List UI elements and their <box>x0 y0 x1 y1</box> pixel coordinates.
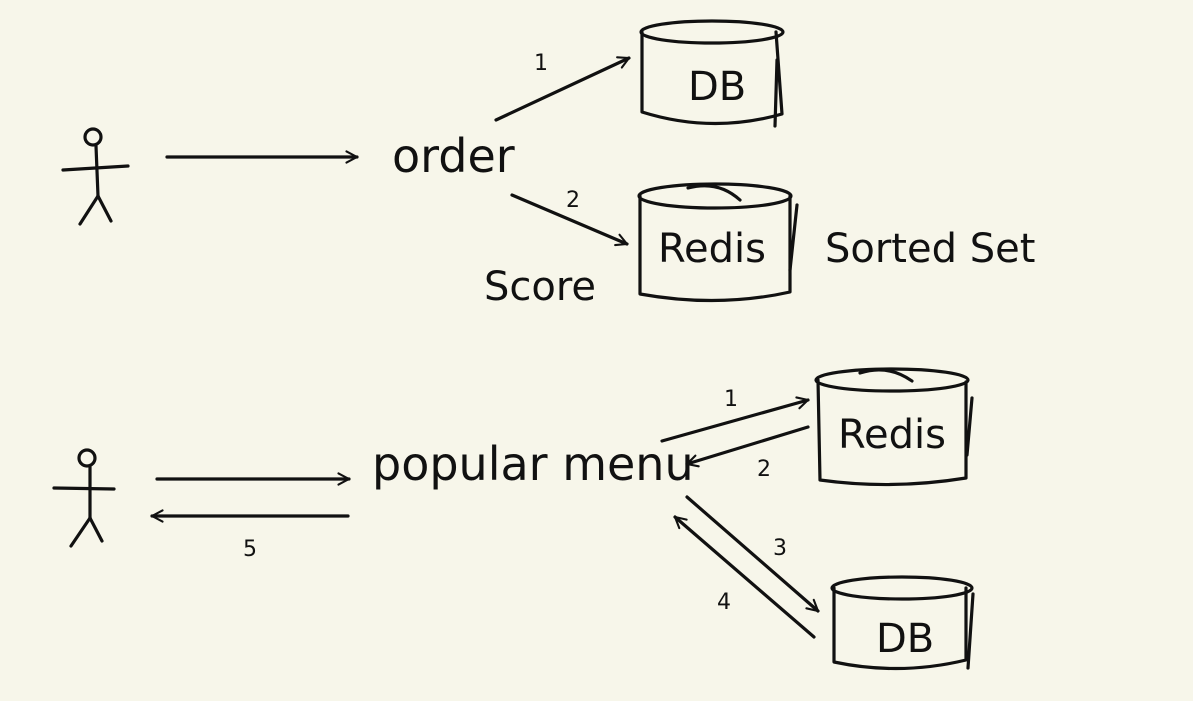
user-top-icon <box>61 127 130 226</box>
score-label: Score <box>484 264 596 310</box>
step-5-label: 5 <box>243 537 257 562</box>
order-to-redis-arrow <box>510 193 629 247</box>
bottom-step-4-label: 4 <box>717 590 731 615</box>
sorted-set-label: Sorted Set <box>825 226 1035 272</box>
order-label: order <box>392 129 515 183</box>
bottom-step-3-label: 3 <box>773 536 787 561</box>
menu-to-db-arrow <box>685 495 820 613</box>
redis-top-label: Redis <box>658 226 766 272</box>
db-top-cylinder-icon <box>639 19 785 128</box>
order-to-db-arrow <box>494 56 631 122</box>
user-bottom-icon <box>52 448 116 548</box>
redis-top-cylinder-icon <box>637 182 799 303</box>
db-bottom-cylinder-icon <box>830 575 975 671</box>
db-to-menu-arrow <box>673 515 816 639</box>
redis-bottom-label: Redis <box>838 412 946 458</box>
bottom-step-2-label: 2 <box>757 457 771 482</box>
db-top-label: DB <box>688 64 746 110</box>
menu-to-redis-arrow <box>660 396 810 443</box>
redis-bottom-cylinder-icon <box>814 367 974 487</box>
bottom-step-1-label: 1 <box>724 387 738 412</box>
step-2-label: 2 <box>566 188 580 213</box>
step-1-label: 1 <box>534 51 548 76</box>
popular-menu-label: popular menu <box>372 437 694 491</box>
redis-to-menu-arrow <box>685 425 810 468</box>
db-bottom-label: DB <box>876 616 934 662</box>
